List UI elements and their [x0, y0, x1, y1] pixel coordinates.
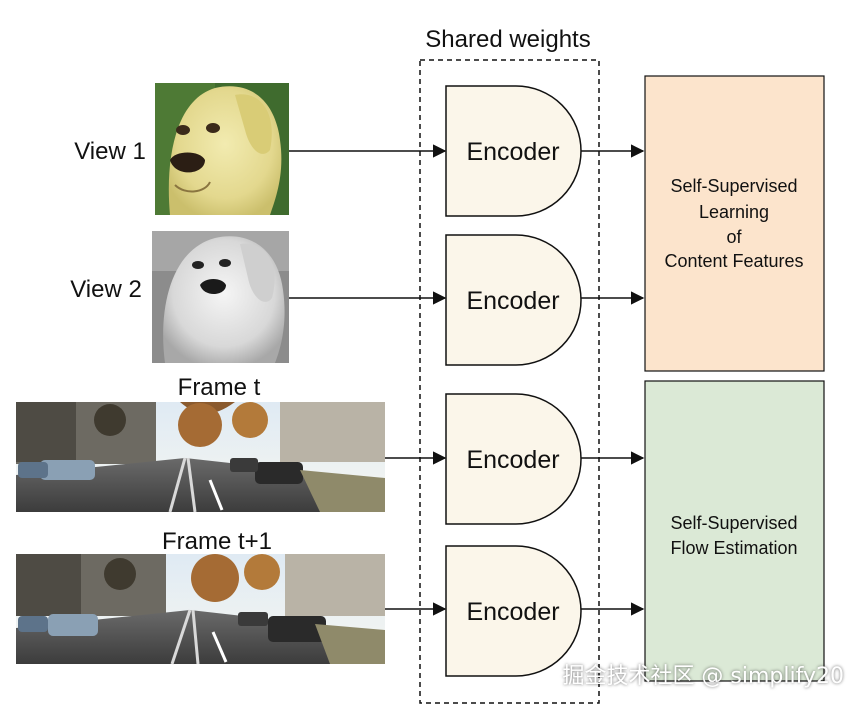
input-label-frame-t1: Frame t+1 — [162, 528, 272, 555]
flow-estimation-box — [644, 380, 825, 682]
dog-gray-image — [152, 231, 289, 363]
dog-color-image — [155, 83, 289, 215]
input-label-frame-t: Frame t — [178, 374, 261, 401]
input-label-view-1: View 1 — [74, 138, 146, 165]
content-features-line-1: Self-Supervised — [670, 176, 797, 196]
watermark-text: 掘金技术社区 @ simplify20 — [562, 664, 844, 689]
encoder-label: Encoder — [466, 287, 559, 315]
encoder-shape — [445, 393, 582, 525]
street-frame-t1-image — [16, 554, 385, 665]
content-features-line-2: Learning — [699, 202, 769, 222]
content-features-line-4: Content Features — [664, 251, 803, 271]
shared-weights-box — [419, 59, 600, 704]
street-frame-t-image — [16, 402, 385, 513]
encoder-shape — [445, 545, 582, 677]
encoder-shape — [445, 234, 582, 366]
encoder-label: Encoder — [466, 138, 559, 166]
flow-estimation-line-2: Flow Estimation — [670, 538, 797, 558]
encoder-shape — [445, 85, 582, 217]
encoder-label: Encoder — [466, 446, 559, 474]
encoder-label: Encoder — [466, 598, 559, 626]
content-features-box — [644, 75, 825, 372]
shared-weights-label: Shared weights — [425, 26, 590, 53]
content-features-line-3: of — [726, 227, 742, 247]
input-label-view-2: View 2 — [70, 276, 142, 303]
flow-estimation-line-1: Self-Supervised — [670, 513, 797, 533]
